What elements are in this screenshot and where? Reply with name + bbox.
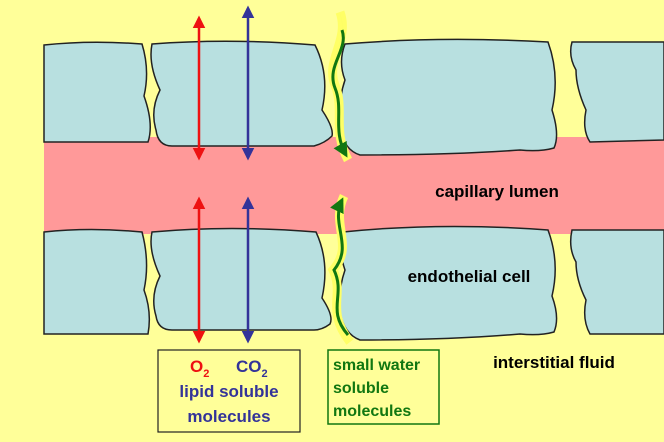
o2-label: O2 — [190, 357, 209, 380]
water-arrow-bottom — [330, 197, 350, 336]
lipid-legend-line2: lipid soluble — [179, 382, 278, 401]
interstitial-fluid-label: interstitial fluid — [493, 353, 615, 372]
co2-label: CO2 — [236, 357, 268, 380]
water-path-bottom — [327, 194, 354, 345]
bottom-cell-layer — [43, 225, 664, 341]
capillary-lumen-label: capillary lumen — [435, 182, 559, 201]
bottom-cell-4 — [569, 229, 664, 335]
capillary-lumen-band — [44, 137, 664, 234]
water-path-top — [328, 10, 353, 163]
water-legend-box: small water soluble molecules — [327, 349, 440, 425]
endothelial-cell-label: endothelial cell — [408, 267, 531, 286]
top-cell-4 — [569, 41, 664, 143]
top-cell-1 — [43, 41, 151, 143]
water-legend-line1: small water — [333, 357, 420, 374]
water-arrow-top-lower — [331, 29, 348, 158]
water-legend-line2: soluble — [333, 380, 389, 397]
bottom-cell-2 — [150, 227, 332, 331]
bottom-cell-1 — [43, 228, 151, 335]
lipid-legend-box: O2 CO2 lipid soluble molecules — [157, 349, 301, 433]
top-cell-3 — [338, 38, 558, 156]
top-cell-2 — [150, 40, 334, 147]
lipid-legend-line3: molecules — [187, 407, 270, 426]
water-legend-line3: molecules — [333, 403, 411, 420]
